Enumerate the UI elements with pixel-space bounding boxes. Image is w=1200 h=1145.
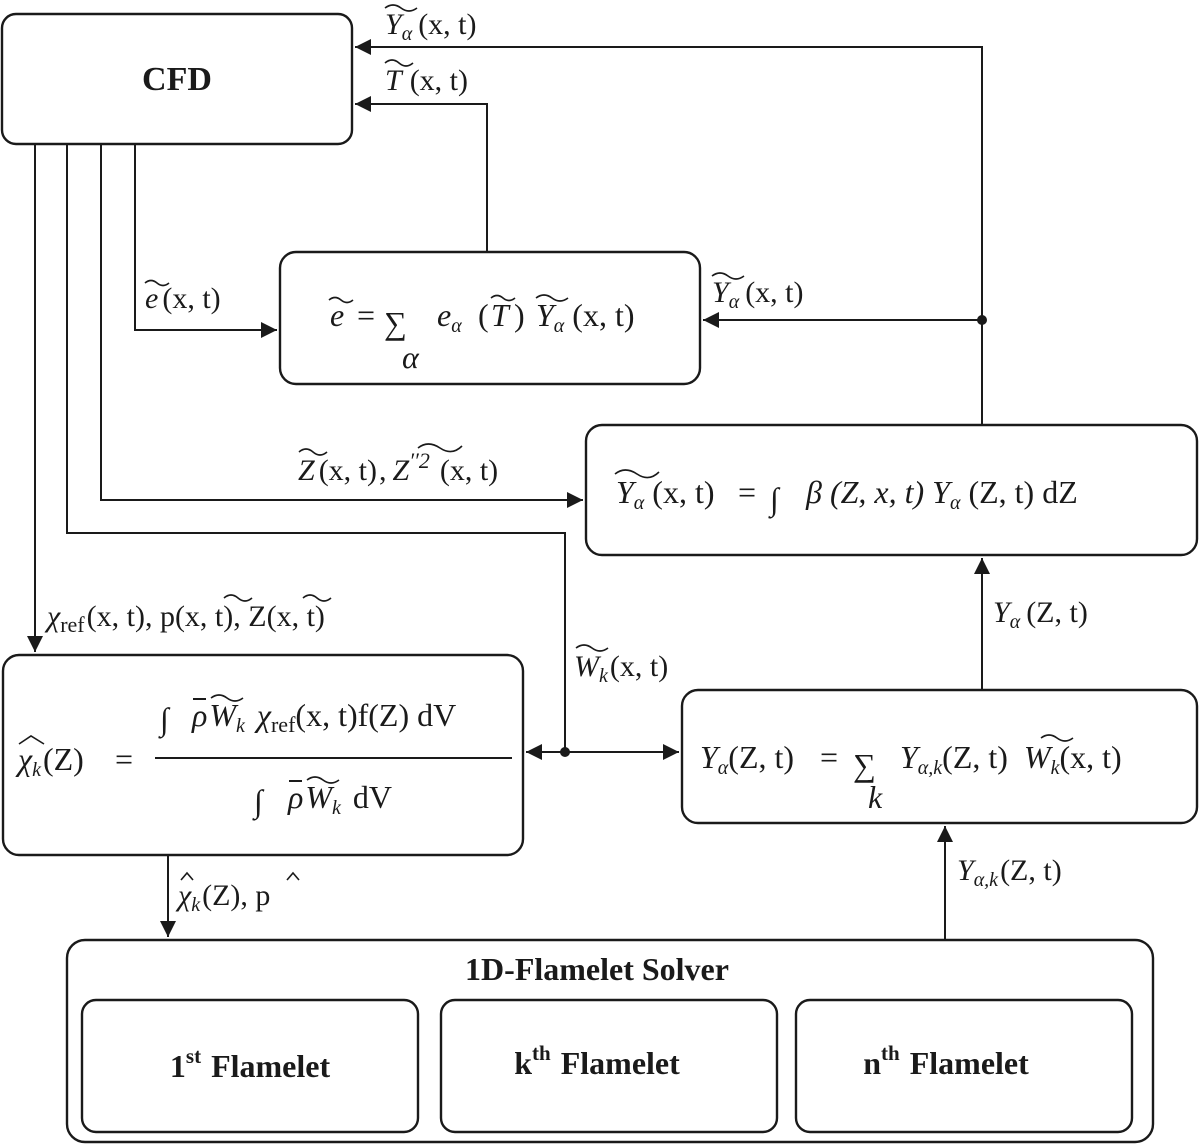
svg-text:T: T [491, 297, 511, 333]
edge-z-to-beta [100, 144, 583, 508]
svg-text:∑: ∑ [384, 305, 407, 341]
cfd-label: CFD [142, 61, 212, 98]
svg-text:Yα(x, t): Yα(x, t) [536, 297, 635, 337]
edge-w-to-mix [66, 144, 566, 752]
svg-text:∑: ∑ [853, 747, 876, 783]
svg-text:=: = [115, 741, 133, 777]
svg-text:Wk(x, t): Wk(x, t) [574, 650, 668, 687]
svg-text:Yα(x, t): Yα(x, t) [616, 474, 715, 514]
svg-text:Yα(Z, t): Yα(Z, t) [993, 596, 1088, 633]
cfd-box [0, 12, 354, 146]
svg-text:=: = [357, 297, 375, 333]
svg-text:): ) [514, 297, 525, 333]
label-w-to-mix: Wk(x, t) [574, 644, 668, 687]
svg-text:χk(Z), p: χk(Z), p [175, 879, 270, 916]
flamelet-n-box [794, 998, 1134, 1134]
label-z-to-beta: Z(x, t),Z′′2(x, t) [298, 443, 498, 487]
svg-text:=: = [820, 739, 838, 775]
energy-equation: e = ∑ α eα ( T ) Yα(x, t) [328, 294, 635, 375]
solver-title: 1D-Flamelet Solver [465, 951, 729, 987]
svg-text:T(x, t): T(x, t) [385, 64, 468, 97]
edge-e-to-energy [134, 144, 277, 338]
energy-box [278, 250, 702, 386]
svg-text:Yα,k(Z, t)Wk(x, t): Yα,k(Z, t)Wk(x, t) [900, 739, 1122, 779]
label-solver-to-ysum: Yα,k(Z, t) [957, 854, 1062, 891]
edge-t-to-cfd [355, 96, 488, 252]
svg-text:e(x, t): e(x, t) [145, 282, 221, 315]
svg-text:χk(Z): χk(Z) [15, 741, 84, 781]
ysum-equation: Yα(Z, t) = ∑ k Yα,k(Z, t)Wk(x, t) [700, 734, 1122, 815]
junction-dot-mid [560, 747, 570, 757]
label-cfd-to-chi: χref(x, t), p(x, t), Z(x, t) [44, 594, 332, 637]
svg-text:=: = [738, 474, 756, 510]
svg-text:Yα(x, t): Yα(x, t) [712, 276, 804, 313]
flamelet-1-box [80, 998, 420, 1134]
beta-pdf-equation: Yα(x, t) = ∫ β (Z, x, t) Yα(Z, t) dZ [614, 469, 1078, 519]
label-t-to-cfd: T(x, t) [384, 59, 468, 97]
label-y-to-beta: Yα(Z, t) [993, 596, 1088, 633]
svg-text:Yα,k(Z, t): Yα,k(Z, t) [957, 854, 1062, 891]
beta-pdf-box [584, 423, 1199, 557]
svg-text:α: α [402, 339, 420, 375]
chi-box [1, 653, 525, 857]
label-y-to-energy: Yα(x, t) [711, 272, 804, 313]
svg-text:Z(x, t),Z′′2(x, t): Z(x, t),Z′′2(x, t) [298, 448, 498, 487]
svg-text:Yα(Z, t): Yα(Z, t) [700, 739, 794, 779]
svg-text:e: e [330, 297, 344, 333]
label-e-to-energy: e(x, t) [144, 279, 221, 315]
svg-text:Yα(x, t): Yα(x, t) [385, 8, 477, 45]
svg-text:∫: ∫ [252, 783, 265, 821]
svg-text:∫: ∫ [768, 481, 781, 519]
svg-text:k: k [868, 779, 883, 815]
edge-y-to-cfd [355, 39, 983, 425]
label-y-to-cfd: Yα(x, t) [384, 4, 477, 45]
svg-text:χref(x, t), p(x, t), Z(x, t): χref(x, t), p(x, t), Z(x, t) [44, 600, 325, 637]
junction-dot-top [977, 315, 987, 325]
svg-text:(: ( [478, 297, 489, 333]
flamelet-k-box [439, 998, 779, 1134]
svg-text:β (Z, x, t) Yα(Z, t) dZ: β (Z, x, t) Yα(Z, t) dZ [805, 474, 1078, 514]
svg-text:∫: ∫ [158, 701, 171, 739]
ysum-box [680, 688, 1199, 825]
svg-text:eα: eα [437, 297, 462, 337]
label-chi-to-solver: χk(Z), p [175, 871, 300, 916]
